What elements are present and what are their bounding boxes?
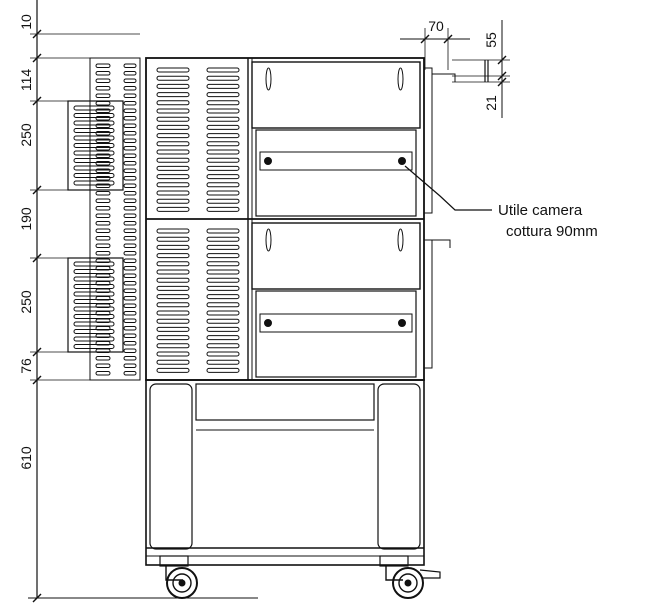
caster-wheel-left	[159, 555, 198, 599]
callout-line-2: cottura 90mm	[506, 223, 598, 240]
oven-stand	[145, 379, 425, 566]
dim-70: 70	[428, 18, 444, 34]
dim-55: 55	[483, 32, 499, 48]
dim-10: 10	[18, 14, 34, 30]
right-dimension-group	[400, 20, 510, 118]
dim-76: 76	[18, 358, 34, 374]
caster-wheel-right	[379, 555, 441, 599]
dim-250-bottom: 250	[18, 290, 34, 314]
dim-250-top: 250	[18, 123, 34, 147]
dim-190: 190	[18, 207, 34, 231]
callout-line-1: Utile camera	[498, 202, 583, 219]
dim-114: 114	[18, 69, 34, 92]
left-side-vent-modules	[67, 57, 141, 381]
dim-21: 21	[483, 95, 499, 111]
left-dimension-chain	[28, 0, 258, 603]
oven-body	[145, 57, 456, 381]
callout-leader	[404, 165, 492, 211]
dim-610: 610	[18, 446, 34, 470]
